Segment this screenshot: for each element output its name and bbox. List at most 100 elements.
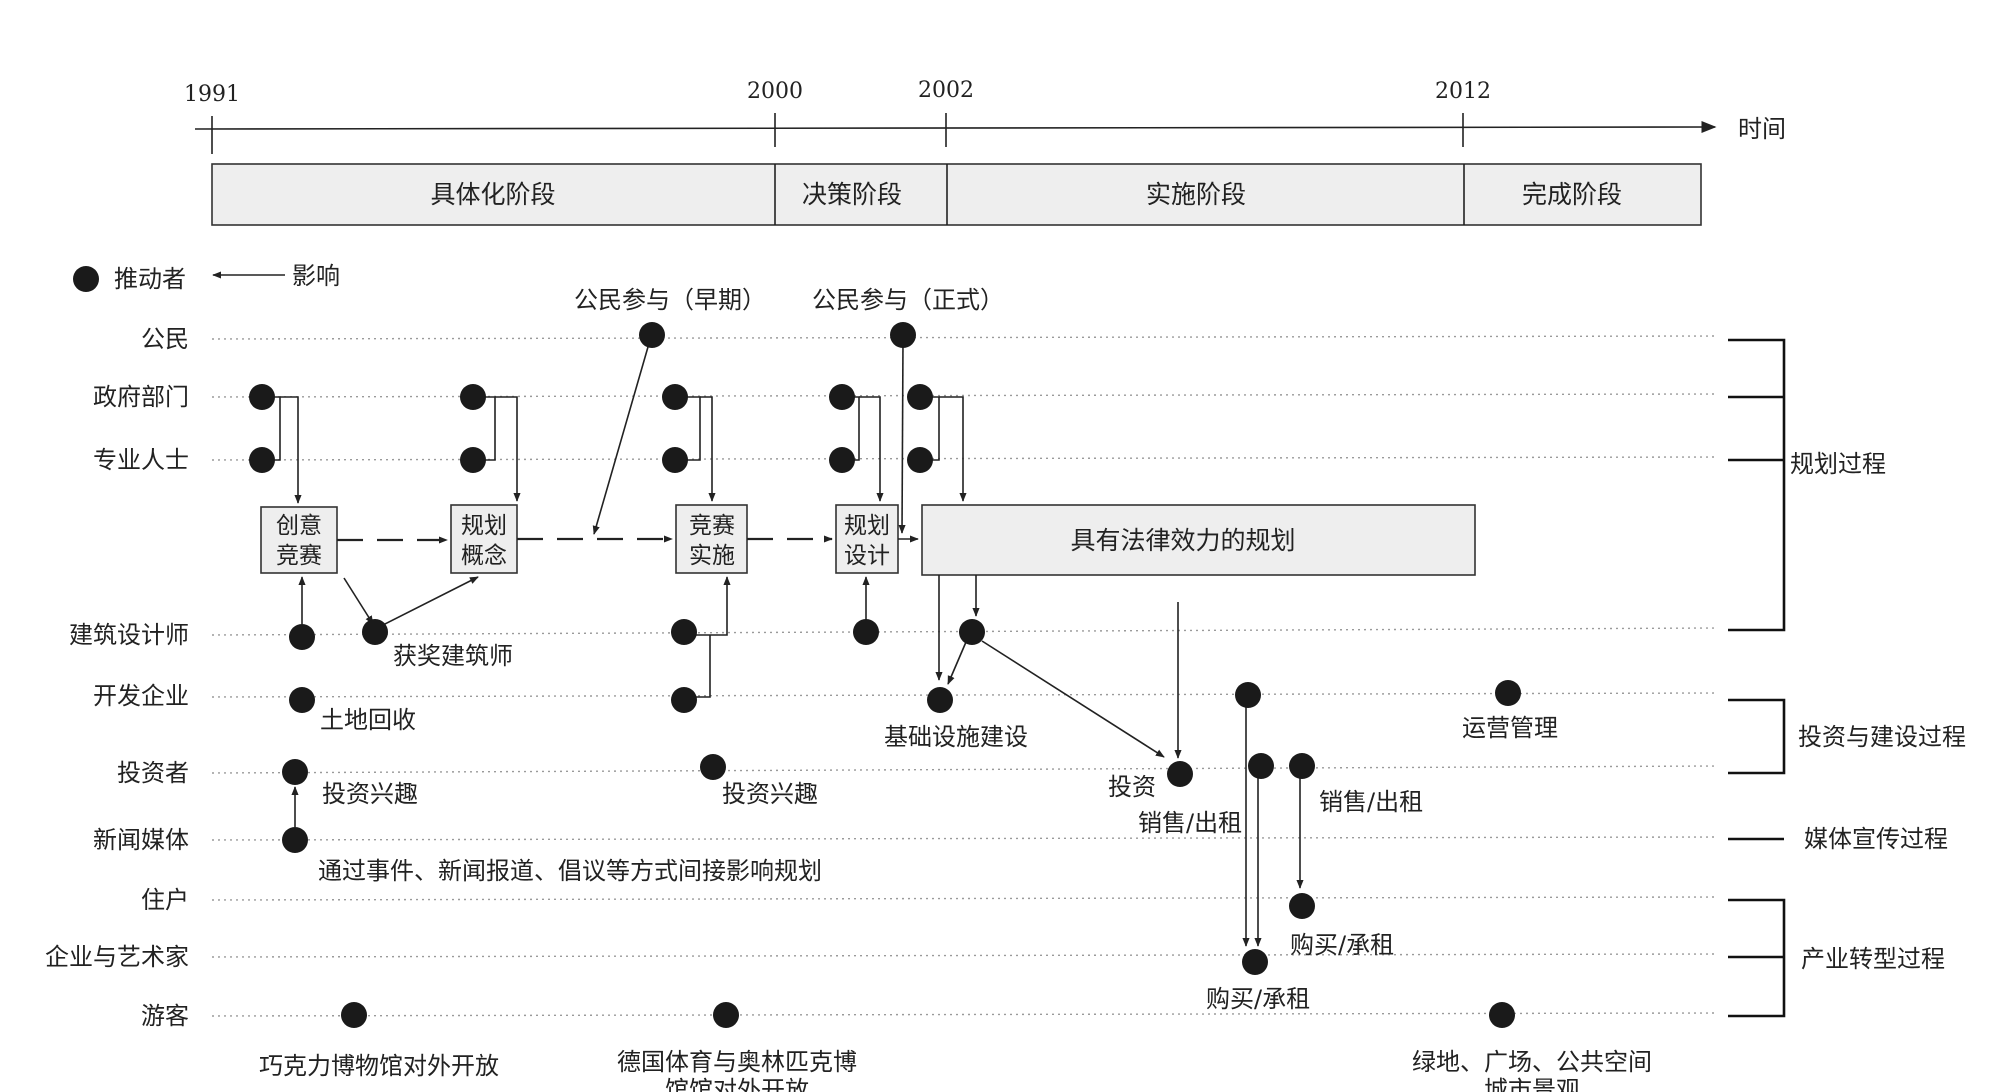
row-label: 游客 <box>141 1002 189 1030</box>
influence-arrow <box>939 396 967 502</box>
actor-dot <box>1289 753 1315 779</box>
influence-arrow <box>592 339 651 535</box>
bracket-connector <box>687 635 711 698</box>
actor-dot <box>1248 753 1274 779</box>
row-line <box>211 765 1719 774</box>
actor-dot <box>1289 893 1315 919</box>
legend-influence-label: 影响 <box>292 262 340 290</box>
process-boxes: 创意 竞赛 规划 概念 竞赛 实施 规划 设计 具有法律效力的规划 <box>260 504 1476 576</box>
annotation: 通过事件、新闻报道、倡议等方式间接影响规划 <box>318 857 822 885</box>
legend-actor-label: 推动者 <box>114 265 186 293</box>
year-label: 1991 <box>184 82 240 107</box>
stage-label: 完成阶段 <box>1522 180 1622 209</box>
actor-dot <box>662 447 688 473</box>
influence-arrow <box>859 396 884 502</box>
actor-dot <box>362 619 388 645</box>
annotation: 销售/出租 <box>1138 809 1242 837</box>
box-label: 竞赛 <box>689 513 735 539</box>
annotation: 城市景观 <box>1484 1076 1580 1092</box>
process-label: 投资与建设过程 <box>1798 723 1966 751</box>
actor-dot <box>907 447 933 473</box>
planning-design-box <box>835 504 899 574</box>
influence-arrow <box>898 339 906 534</box>
row-label: 政府部门 <box>93 383 189 411</box>
actor-dot <box>853 619 879 645</box>
influence-arrow <box>700 396 716 502</box>
box-label: 概念 <box>461 543 507 569</box>
actor-dot <box>460 447 486 473</box>
actor-dot <box>959 619 985 645</box>
actor-dot <box>282 759 308 785</box>
actor-dot <box>700 754 726 780</box>
annotation: 购买/承租 <box>1290 931 1394 959</box>
row-label: 企业与艺术家 <box>45 943 189 971</box>
actor-dot <box>639 322 665 348</box>
competition-implementation-box <box>675 504 748 574</box>
actor-dot <box>1242 949 1268 975</box>
row-label: 新闻媒体 <box>93 826 189 854</box>
stage-bar-frame <box>211 163 1702 226</box>
row-line <box>211 393 1719 398</box>
row-label: 投资者 <box>117 759 189 787</box>
box-label: 创意 <box>276 513 322 539</box>
row-line <box>211 896 1719 901</box>
timeline: 1991 2000 2002 2012 时间 <box>184 78 1786 154</box>
box-label: 设计 <box>844 543 890 569</box>
influence-arrow <box>981 640 1165 758</box>
box-label: 规划 <box>844 513 890 539</box>
actor-dot <box>829 447 855 473</box>
box-label: 竞赛 <box>276 543 322 569</box>
actor-dot <box>289 687 315 713</box>
row-label: 专业人士 <box>93 446 189 474</box>
annotation: 销售/出租 <box>1319 788 1423 816</box>
influence-arrow <box>280 396 302 504</box>
actor-dot <box>1489 1002 1515 1028</box>
annotation: 获奖建筑师 <box>393 642 513 670</box>
row-label: 公民 <box>141 325 189 353</box>
actor-dot <box>671 687 697 713</box>
annotation: 绿地、广场、公共空间 <box>1412 1048 1652 1076</box>
row-label: 住户 <box>141 886 189 914</box>
legend: 推动者 影响 <box>73 262 340 293</box>
stage-bar: 具体化阶段 决策阶段 实施阶段 完成阶段 <box>211 163 1702 226</box>
process-label: 规划过程 <box>1790 450 1886 478</box>
actor-dot <box>927 687 953 713</box>
actor-dot <box>1495 680 1521 706</box>
actor-dot <box>890 322 916 348</box>
actor-dot <box>829 384 855 410</box>
influence-arrow <box>495 396 521 502</box>
stage-label: 具体化阶段 <box>430 180 555 209</box>
actor-dot <box>289 624 315 650</box>
annotation: 德国体育与奥林匹克博 <box>617 1048 857 1076</box>
stage-label: 决策阶段 <box>802 180 902 209</box>
annotation: 投资 <box>1108 773 1156 801</box>
annotations: 公民参与（早期） 公民参与（正式） 获奖建筑师 土地回收 投资兴趣 投资兴趣 通… <box>259 286 1652 1092</box>
annotation: 投资兴趣 <box>722 780 818 808</box>
year-label: 2002 <box>918 78 974 103</box>
rows: 公民 政府部门 专业人士 建筑设计师 开发企业 投资者 新闻媒体 住户 企业与艺… <box>45 325 1719 1030</box>
annotation: 基础设施建设 <box>884 723 1028 751</box>
legend-actor-dot <box>73 266 99 292</box>
annotation: 土地回收 <box>320 706 416 734</box>
annotation: 投资兴趣 <box>322 780 418 808</box>
actor-dot <box>341 1002 367 1028</box>
influence-arrow <box>947 641 967 685</box>
stage-label: 实施阶段 <box>1146 180 1246 209</box>
process-label: 产业转型过程 <box>1801 945 1945 973</box>
row-line <box>211 456 1719 461</box>
process-brackets: 规划过程 投资与建设过程 媒体宣传过程 产业转型过程 <box>1728 338 1966 1018</box>
actor-dots <box>249 322 1521 1028</box>
row-line <box>211 1012 1719 1017</box>
annotation: 公民参与（正式） <box>812 286 1004 314</box>
time-axis <box>194 121 1717 134</box>
actor-dot <box>713 1002 739 1028</box>
annotation: 购买/承租 <box>1206 985 1310 1013</box>
influence-arrow <box>376 576 479 629</box>
process-label: 媒体宣传过程 <box>1804 825 1948 853</box>
actor-dot <box>1167 761 1193 787</box>
annotation: 巧克力博物馆对外开放 <box>259 1052 499 1080</box>
row-label: 开发企业 <box>93 682 189 710</box>
actor-dot <box>662 384 688 410</box>
box-label: 具有法律效力的规划 <box>1070 526 1295 555</box>
